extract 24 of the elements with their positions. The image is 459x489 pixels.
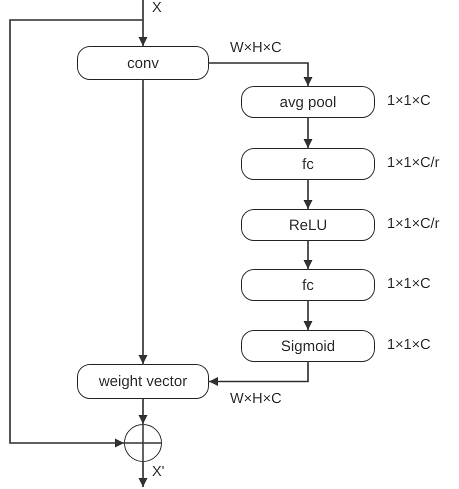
process-box: conv <box>77 46 209 80</box>
process-box: ReLU <box>241 209 375 241</box>
arrow <box>304 118 312 148</box>
process-box: Sigmoid <box>241 330 375 362</box>
dimension-text: 1×1×C/r <box>387 155 440 171</box>
process-box: avg pool <box>241 86 375 118</box>
arrow <box>138 462 148 487</box>
process-box: fc <box>241 148 375 180</box>
arrow <box>304 301 312 330</box>
dimension-text: 1×1×C <box>387 93 431 109</box>
arrow <box>209 362 309 386</box>
arrow <box>9 19 143 448</box>
dimension-text: 1×1×C <box>387 276 431 292</box>
arrow <box>138 80 148 364</box>
arrow <box>304 180 312 209</box>
dimension-text: 1×1×C <box>387 337 431 353</box>
sum-circle <box>124 424 162 462</box>
arrow <box>138 0 148 46</box>
dimension-text: 1×1×C/r <box>387 216 440 232</box>
arrow <box>138 399 148 424</box>
arrow <box>209 62 312 86</box>
process-box: fc <box>241 269 375 301</box>
arrow <box>304 241 312 269</box>
process-box: weight vector <box>77 364 209 399</box>
